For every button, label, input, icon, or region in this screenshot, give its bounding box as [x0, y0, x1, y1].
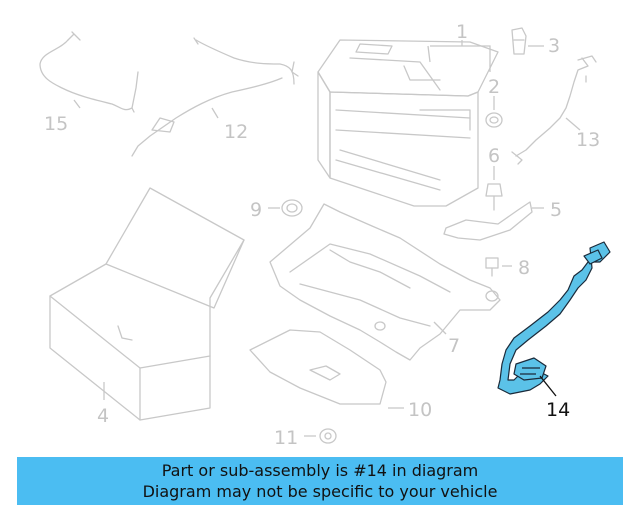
- shield-plate: [249, 329, 387, 405]
- battery: [317, 39, 499, 207]
- cap: [511, 27, 527, 55]
- callout-2: 2: [488, 76, 500, 98]
- cable-15: [39, 31, 139, 113]
- grommet: [281, 199, 303, 217]
- bolt-8: [485, 257, 499, 277]
- callout-4: 4: [97, 405, 109, 427]
- callout-13: 13: [576, 129, 600, 151]
- callout-7: 7: [448, 335, 460, 357]
- callout-1: 1: [456, 21, 468, 43]
- callout-3: 3: [548, 35, 560, 57]
- callout-14: 14: [546, 399, 570, 421]
- nut: [319, 428, 337, 444]
- callout-8: 8: [518, 257, 530, 279]
- box-cover: [49, 187, 245, 421]
- plug: [485, 112, 503, 128]
- callout-15: 15: [44, 113, 68, 135]
- callout-12: 12: [224, 121, 248, 143]
- battery-tray: [269, 203, 501, 361]
- cable-12: [131, 37, 299, 157]
- cable-13: [511, 55, 597, 165]
- info-banner: Part or sub-assembly is #14 in diagram D…: [17, 457, 623, 505]
- callout-6: 6: [488, 145, 500, 167]
- bracket: [443, 201, 533, 241]
- bolt-6: [485, 183, 503, 211]
- banner-line-1: Part or sub-assembly is #14 in diagram: [161, 461, 479, 480]
- callout-10: 10: [408, 399, 432, 421]
- banner-line-2: Diagram may not be specific to your vehi…: [142, 482, 498, 501]
- cable-14-highlighted: [497, 241, 611, 395]
- callout-5: 5: [550, 199, 562, 221]
- callout-11: 11: [274, 427, 298, 449]
- callout-9: 9: [250, 199, 262, 221]
- parts-diagram: 1 2 3 15 12 13 6: [39, 21, 611, 449]
